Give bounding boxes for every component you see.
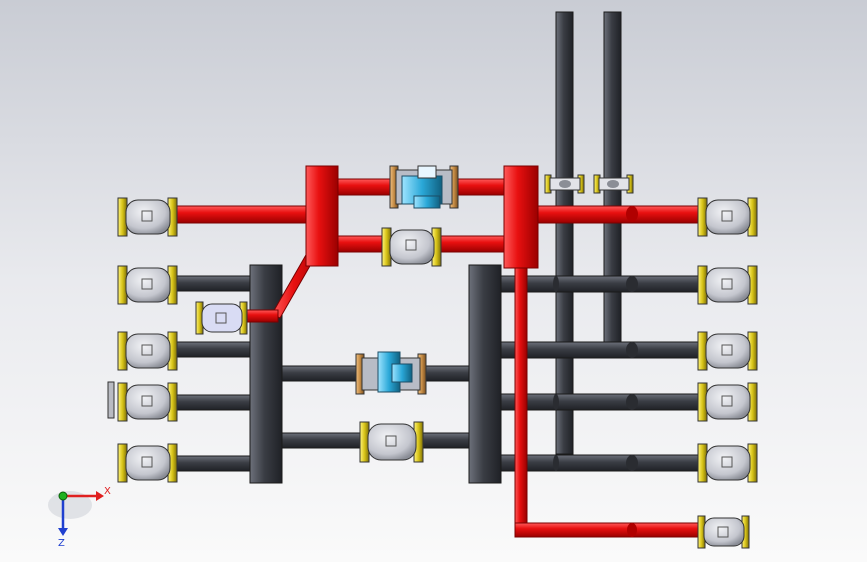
ball-valve-2[interactable] [593,174,634,194]
left-valve-3[interactable] [117,331,178,371]
left-valve-5[interactable] [117,443,178,483]
small-valve[interactable] [195,301,248,335]
middle-pump[interactable] [355,351,427,395]
z-axis-label: Z [58,538,65,549]
x-axis-label: X [104,486,111,497]
cold-headers [249,264,502,484]
cold-branches-right [499,275,701,472]
right-valve-1[interactable] [697,197,758,237]
left-valve-4[interactable] [107,381,178,422]
right-valve-2[interactable] [697,265,758,305]
right-valve-5[interactable] [697,443,758,483]
center-valve-top[interactable] [381,227,442,267]
center-valve-bottom[interactable] [359,421,424,463]
right-valve-3[interactable] [697,331,758,371]
hot-headers [305,165,539,269]
y-axis-dot [58,491,68,501]
left-valve-2[interactable] [117,265,178,305]
cold-risers [555,11,622,455]
left-valve-1[interactable] [117,197,178,237]
right-valve-4[interactable] [697,382,758,422]
coordinate-triad: X Z [48,486,111,549]
top-pump[interactable] [389,165,459,209]
right-valve-6[interactable] [697,515,750,549]
ball-valve-1[interactable] [544,174,585,194]
